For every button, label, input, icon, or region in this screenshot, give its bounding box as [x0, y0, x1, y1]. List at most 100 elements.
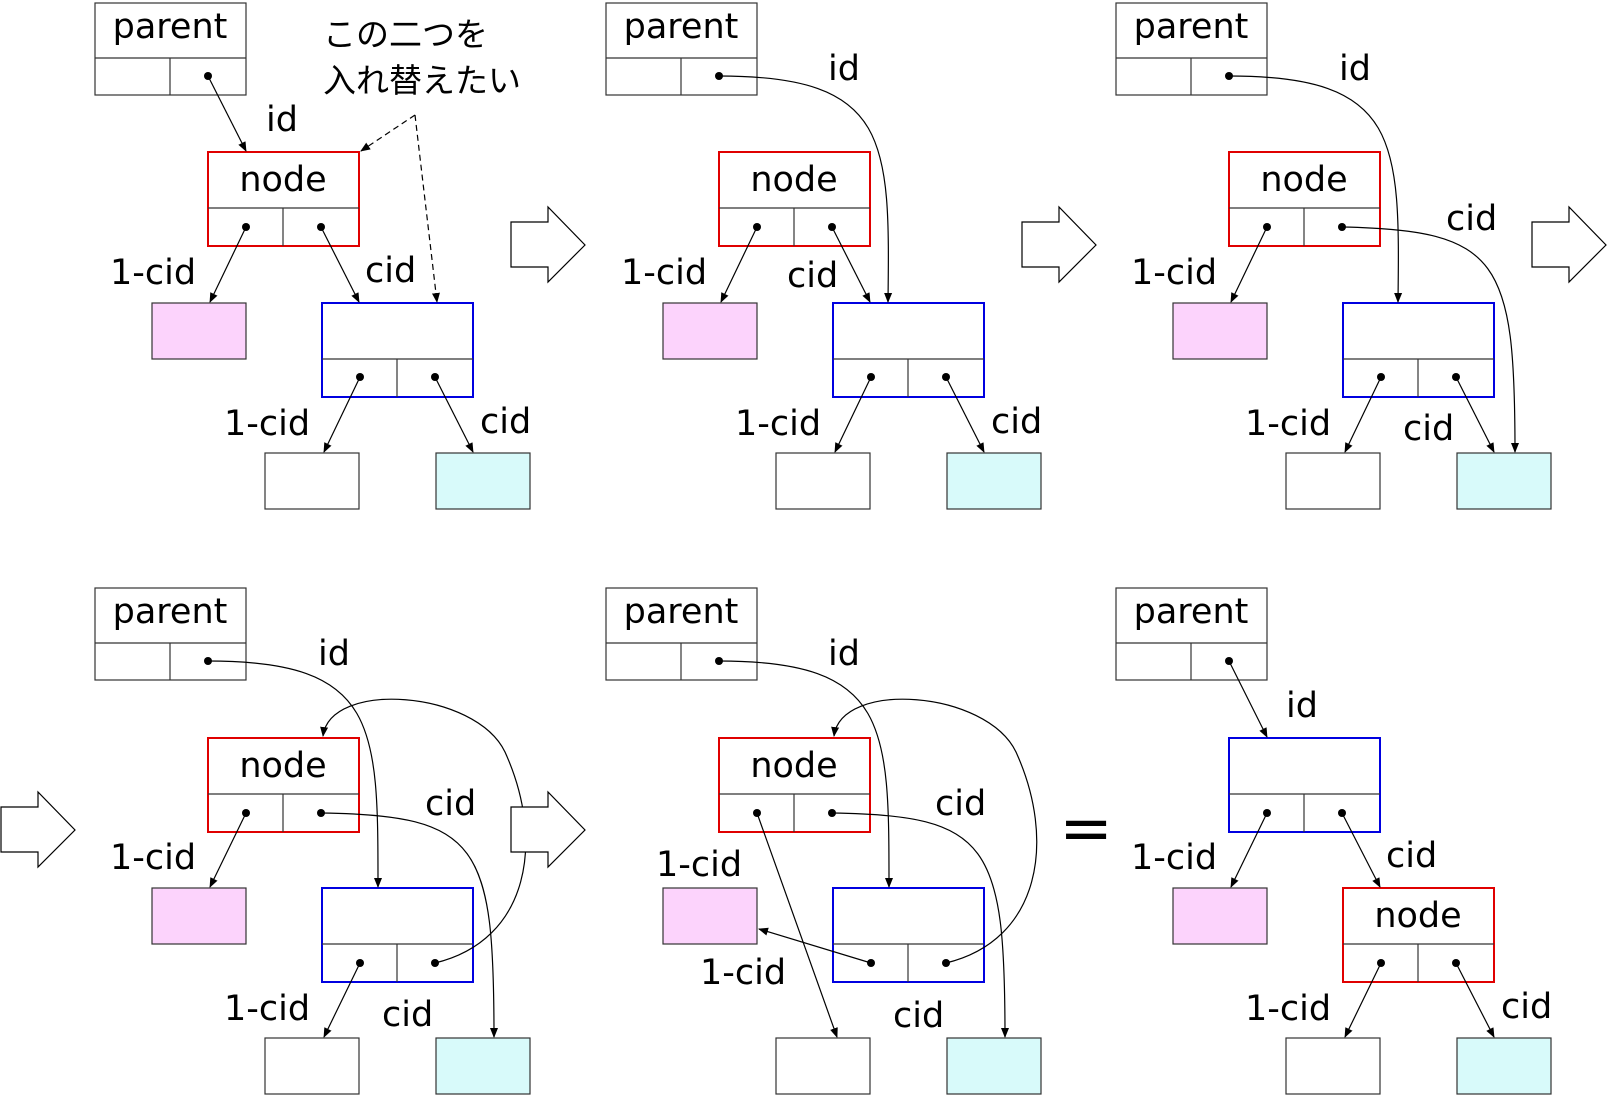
parent-label: parent: [1134, 7, 1249, 47]
edge-1-cid: [1344, 962, 1382, 1038]
edge-label-cid: cid: [893, 996, 944, 1036]
panel-step-4: parent node id cid 1-cid 1-cid c: [94, 587, 531, 1095]
edge-cid-to-node: [831, 698, 1038, 964]
node-label: node: [239, 160, 326, 200]
edge-label-id: id: [1339, 49, 1371, 89]
pink-leaf: [662, 887, 758, 945]
parent-label: parent: [624, 592, 739, 632]
child-box: [832, 302, 985, 398]
pink-leaf: [1172, 302, 1268, 360]
node-box: node: [207, 737, 360, 833]
annotation-line-2: 入れ替えたい: [323, 61, 521, 100]
edge-1-cid: [209, 812, 247, 888]
child-box: [1228, 737, 1381, 833]
step-arrow: [510, 205, 586, 284]
edge-label-cid: cid: [365, 251, 416, 291]
node-box: node: [718, 737, 871, 833]
parent-box: parent: [1115, 587, 1268, 681]
edge-label-1-cid: 1-cid: [656, 845, 742, 885]
edge-label-cid: cid: [1403, 409, 1454, 449]
edge-label-id: id: [828, 49, 860, 89]
edge-label-cid: cid: [1446, 199, 1497, 239]
edge-1-cid: [720, 226, 758, 303]
edge-cid: [434, 376, 474, 453]
pink-leaf: [662, 302, 758, 360]
edge-cid: [1341, 812, 1381, 888]
step-arrow: [1021, 205, 1097, 284]
parent-box: parent: [605, 2, 758, 96]
edge-cid: [320, 812, 498, 1038]
edge-cid-to-node: [320, 698, 527, 964]
edge-1-cid: [1344, 376, 1382, 453]
edge-label-1-cid: 1-cid: [110, 253, 196, 293]
white-leaf: [775, 452, 871, 510]
cyan-leaf: [946, 452, 1042, 510]
edge-label-1-cid: 1-cid: [224, 404, 310, 444]
edge-label-cid: cid: [991, 402, 1042, 442]
annotation-arrow: [414, 114, 440, 303]
edge-label-id: id: [1286, 686, 1318, 726]
edge-cid: [945, 376, 985, 453]
parent-box: parent: [605, 587, 758, 681]
cyan-leaf: [435, 1037, 531, 1095]
parent-label: parent: [113, 7, 228, 47]
step-arrow: [510, 790, 586, 869]
parent-label: parent: [113, 592, 228, 632]
edge-label-id: id: [266, 100, 298, 140]
equals-sign: =: [1059, 792, 1113, 866]
edge-1-cid: [209, 226, 247, 303]
edge-1-cid: [1230, 812, 1268, 888]
node-label: node: [239, 746, 326, 786]
edge-cid: [1341, 226, 1519, 453]
edge-label-cid: cid: [382, 995, 433, 1035]
edge-label-cid: cid: [480, 402, 531, 442]
edge-label-1-cid: 1-cid: [1131, 253, 1217, 293]
edge-label-1-cid: 1-cid: [621, 253, 707, 293]
white-leaf: [1285, 452, 1381, 510]
edge-label-1-cid: 1-cid: [224, 989, 310, 1029]
edge-label-cid: cid: [425, 784, 476, 824]
node-label: node: [750, 746, 837, 786]
node-label: node: [1374, 896, 1461, 936]
edge-1-cid: [1230, 226, 1268, 303]
edge-label-1-cid: 1-cid: [1245, 404, 1331, 444]
cyan-leaf: [946, 1037, 1042, 1095]
edge-id: [718, 75, 893, 303]
edge-label-id: id: [828, 634, 860, 674]
edge-cid: [1455, 962, 1495, 1038]
child-box: [321, 302, 474, 398]
panel-step-5: parent node id cid 1-cid 1-cid c: [605, 587, 1042, 1095]
edge-label-1-cid: 1-cid: [700, 953, 786, 993]
edge-cid: [831, 226, 871, 303]
edge-node-to-white: [756, 812, 838, 1038]
edge-label-1-cid: 1-cid: [110, 838, 196, 878]
parent-box: parent: [1115, 2, 1268, 96]
edge-1-cid: [323, 962, 361, 1038]
child-box: [832, 887, 985, 983]
edge-label-1-cid: 1-cid: [735, 404, 821, 444]
cyan-leaf: [1456, 1037, 1552, 1095]
cyan-leaf: [1456, 452, 1552, 510]
edge-id: [207, 660, 382, 888]
node-box: node: [1342, 887, 1495, 983]
edge-cid: [320, 226, 360, 303]
pink-leaf: [151, 887, 247, 945]
parent-label: parent: [624, 7, 739, 47]
step-arrow: [1531, 205, 1607, 284]
pink-leaf: [151, 302, 247, 360]
edge-cid: [831, 812, 1009, 1038]
annotation-arrow: [360, 114, 416, 152]
white-leaf: [264, 1037, 360, 1095]
panel-step-1: parent node: [94, 2, 531, 510]
edge-id: [1228, 75, 1403, 303]
panel-step-3: parent node id cid 1-cid 1-cid c: [1115, 2, 1552, 510]
edge-label-cid: cid: [935, 784, 986, 824]
edge-1-cid: [834, 376, 872, 453]
node-label: node: [750, 160, 837, 200]
step-arrow: [0, 790, 76, 869]
annotation-line-1: この二つを: [323, 15, 488, 54]
node-box: node: [1228, 151, 1381, 247]
edge-1-cid: [323, 376, 361, 453]
node-label: node: [1260, 160, 1347, 200]
